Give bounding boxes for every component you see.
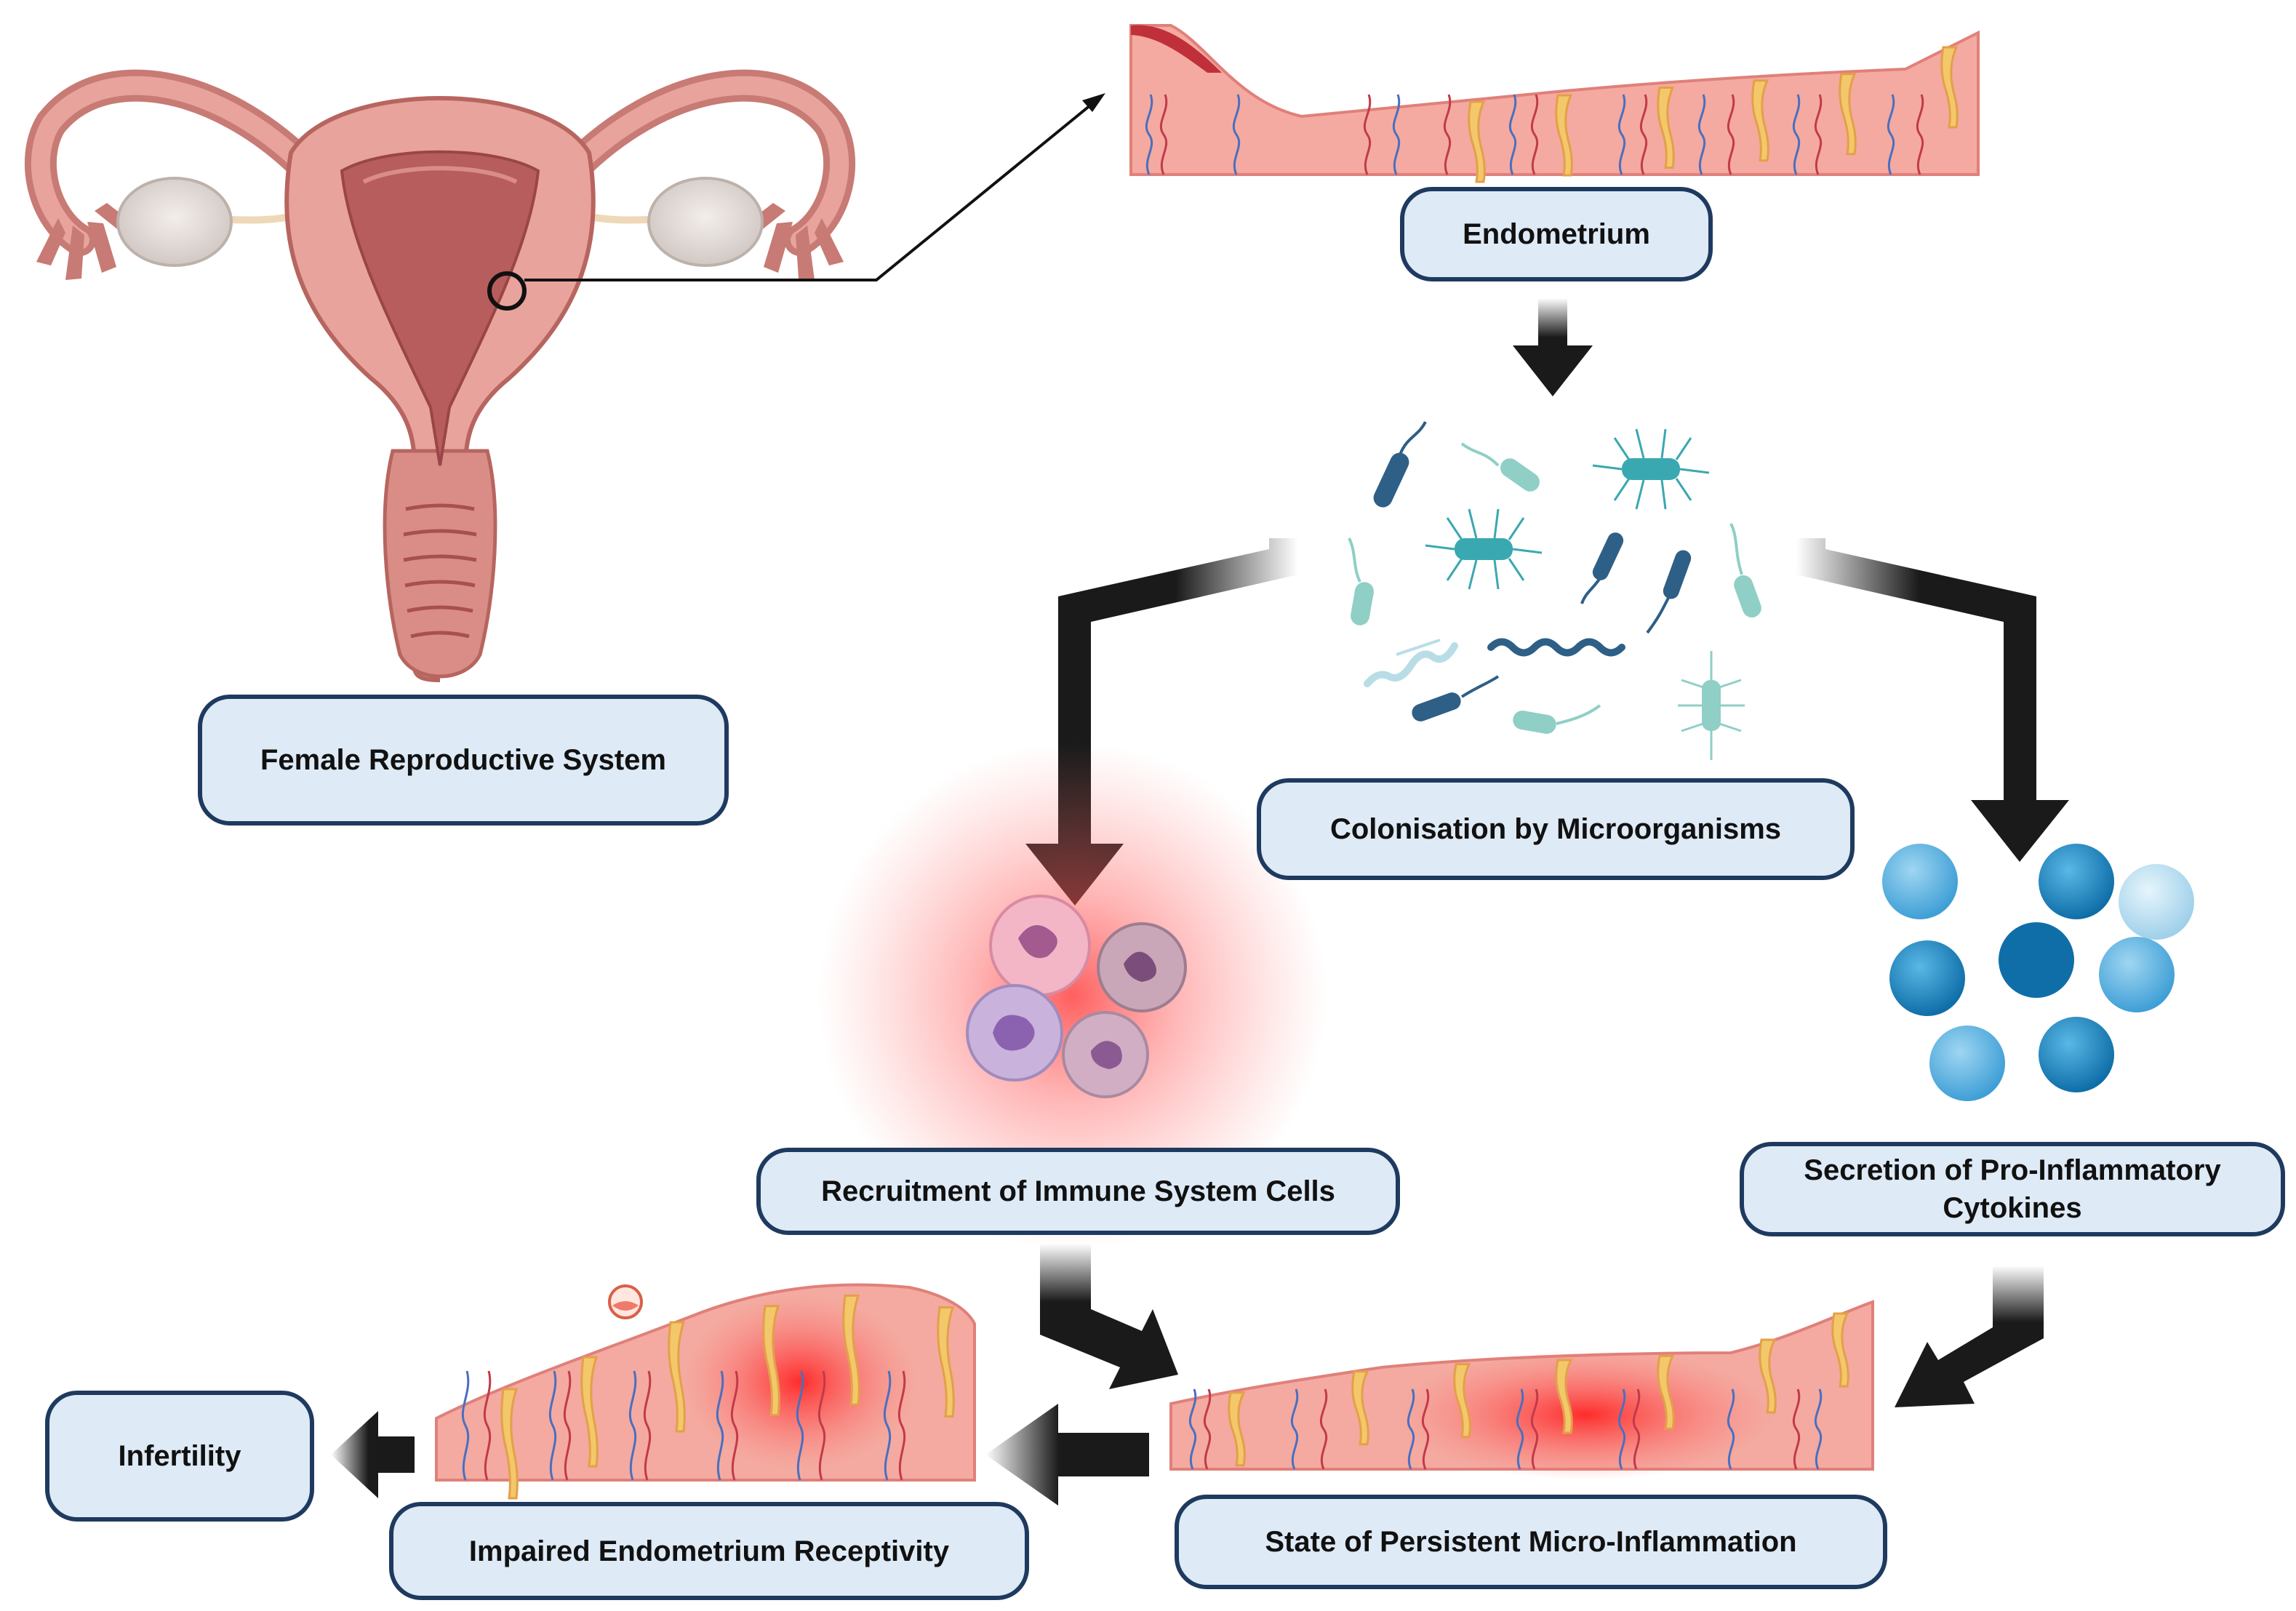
arrow-recruitment-to-micro-inflammation xyxy=(1040,1244,1178,1389)
label-secretion: Secretion of Pro-Inflammatory Cytokines xyxy=(1740,1142,2285,1236)
vessel xyxy=(1363,94,1372,175)
uterus-illustration xyxy=(24,69,856,682)
gland xyxy=(1839,73,1857,156)
gland xyxy=(668,1321,686,1433)
vessel xyxy=(1290,1388,1299,1470)
vessel xyxy=(1617,94,1626,175)
vessel xyxy=(1887,94,1895,175)
gland xyxy=(1453,1363,1471,1439)
label-text: Female Reproductive System xyxy=(260,744,666,776)
label-text: Recruitment of Immune System Cells xyxy=(821,1175,1335,1207)
gland xyxy=(1751,79,1769,162)
label-text: State of Persistent Micro-Inflammation xyxy=(1265,1526,1797,1558)
vessel xyxy=(1617,1388,1626,1470)
vessel xyxy=(730,1370,739,1481)
impaired-endometrium-illustration xyxy=(435,1283,976,1500)
label-impaired-receptivity: Impaired Endometrium Receptivity xyxy=(389,1502,1029,1600)
vessel xyxy=(1814,1388,1823,1470)
vessel xyxy=(461,1370,470,1481)
vessel xyxy=(716,1370,724,1481)
pointer-line xyxy=(524,93,1105,281)
vessel xyxy=(1407,1388,1415,1470)
vessel xyxy=(1814,94,1823,175)
gland xyxy=(580,1356,599,1468)
vessel xyxy=(483,1370,492,1481)
gland xyxy=(937,1306,955,1418)
arrow-colonisation-to-secretion xyxy=(1796,538,2069,862)
label-micro-inflammation: State of Persistent Micro-Inflammation xyxy=(1175,1495,1887,1589)
gland xyxy=(1940,46,1959,129)
vessel xyxy=(883,1370,892,1481)
vessel xyxy=(1632,1388,1641,1470)
gland xyxy=(1555,1359,1573,1434)
label-text: Infertility xyxy=(118,1440,241,1472)
label-text: Impaired Endometrium Receptivity xyxy=(468,1535,950,1567)
vessel xyxy=(1232,94,1241,175)
gland xyxy=(500,1388,519,1500)
vessel xyxy=(897,1370,906,1481)
label-infertility: Infertility xyxy=(45,1391,314,1522)
vessel xyxy=(563,1370,572,1481)
label-text: Endometrium xyxy=(1463,218,1650,250)
vessel xyxy=(1516,1388,1524,1470)
arrow-endometrium-to-colonisation xyxy=(1513,298,1593,396)
vessel xyxy=(1916,94,1924,175)
vessel xyxy=(817,1370,826,1481)
immune-cells-illustration xyxy=(818,742,1327,1251)
vessel xyxy=(1697,94,1706,175)
vessel xyxy=(1203,1388,1212,1470)
vessel xyxy=(1792,1388,1801,1470)
vessel xyxy=(628,1370,637,1481)
label-text: Secretion of Pro-Inflammatory Cytokines xyxy=(1804,1154,2221,1224)
arrow-impaired-to-infertility xyxy=(331,1411,415,1498)
vessel xyxy=(1159,94,1168,175)
vessel xyxy=(1319,1388,1328,1470)
label-recruitment: Recruitment of Immune System Cells xyxy=(756,1148,1400,1235)
label-colonisation: Colonisation by Microorganisms xyxy=(1257,778,1855,880)
vessel xyxy=(1530,1388,1539,1470)
vessel xyxy=(796,1370,804,1481)
gland xyxy=(762,1305,780,1417)
gland xyxy=(1351,1370,1369,1446)
arrow-secretion-to-micro-inflammation xyxy=(1895,1266,2044,1407)
cytokines-illustration xyxy=(1882,844,2194,1101)
vessel xyxy=(548,1370,557,1481)
vessel xyxy=(1639,94,1648,175)
vessel xyxy=(1421,1388,1430,1470)
inflamed-endometrium-illustration xyxy=(1169,1300,1874,1480)
arrow-micro-inflammation-to-impaired xyxy=(985,1404,1149,1506)
gland xyxy=(1657,1354,1675,1430)
label-female-reproductive-system: Female Reproductive System xyxy=(198,695,729,826)
vessel xyxy=(1727,1388,1735,1470)
vessel xyxy=(643,1370,652,1481)
gland xyxy=(1468,100,1486,183)
vessel xyxy=(1508,94,1517,175)
microorganisms-illustration xyxy=(1348,421,1761,760)
gland xyxy=(1555,94,1573,177)
gland xyxy=(1759,1338,1777,1414)
gland xyxy=(1831,1312,1849,1388)
vessel xyxy=(1145,94,1153,175)
endometrium-tissue-illustration xyxy=(1129,24,1980,183)
gland xyxy=(1657,87,1675,169)
vessel xyxy=(1188,1388,1197,1470)
vessel xyxy=(1392,94,1401,175)
vessel xyxy=(1727,94,1735,175)
label-endometrium: Endometrium xyxy=(1400,187,1713,281)
vessel xyxy=(1443,94,1452,175)
gland xyxy=(842,1294,860,1406)
gland xyxy=(1228,1391,1246,1467)
vessel xyxy=(1792,94,1801,175)
label-text: Colonisation by Microorganisms xyxy=(1329,813,1782,845)
vessel xyxy=(1530,94,1539,175)
